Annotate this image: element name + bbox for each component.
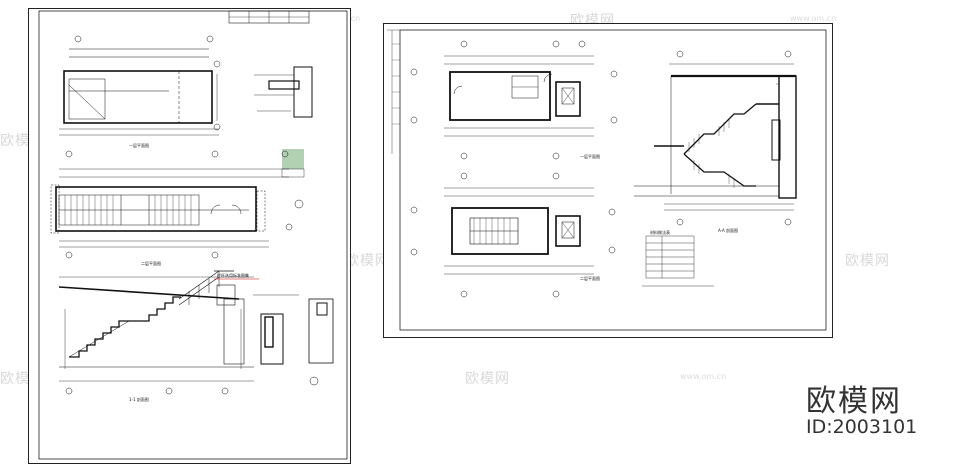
watermark: 欧模网 (845, 253, 890, 269)
section-bottom (58, 270, 319, 395)
plan-middle (50, 150, 304, 259)
sheet-right-drawing: 一层平面图 (387, 29, 827, 331)
label-section: 1-1 剖面图 (129, 396, 149, 402)
brand-id-text: ID:2003101 (806, 416, 918, 438)
label-rail-note: 栏杆选用标准图集 (217, 272, 249, 278)
plan-right-bottom (410, 172, 616, 298)
label-plan-right-bottom: 二层平面图 (580, 275, 600, 281)
plan-right-top (410, 40, 618, 160)
label-plan-middle: 二层平面图 (141, 260, 161, 266)
label-plan-right-top: 一层平面图 (580, 153, 600, 159)
sheet-left-drawing: 一层平面图 (38, 10, 348, 460)
drawing-sheet-right: 一层平面图 (383, 23, 833, 338)
watermark: 欧模网 (465, 371, 510, 387)
watermark-url: www.om.cn (790, 14, 837, 23)
stair-treads-right-bottom (473, 218, 511, 244)
stair-treads-middle (64, 195, 192, 225)
details-bottom-right (253, 294, 334, 365)
watermark-url: www.om.cn (680, 372, 727, 381)
drawing-sheet-left: 一层平面图 (28, 8, 351, 464)
watermark: 欧模网 (345, 253, 390, 269)
section-right-steps (688, 118, 735, 188)
material-table (642, 235, 714, 287)
section-right (634, 50, 797, 226)
brand-logo-text: 欧模网 (806, 384, 902, 419)
plan-top (59, 35, 221, 136)
detail-top-right (254, 66, 313, 118)
label-material-table: 材料做法表 (650, 229, 670, 235)
label-plan-top: 一层平面图 (129, 142, 149, 148)
label-section-right: A-A 剖面图 (718, 227, 738, 233)
